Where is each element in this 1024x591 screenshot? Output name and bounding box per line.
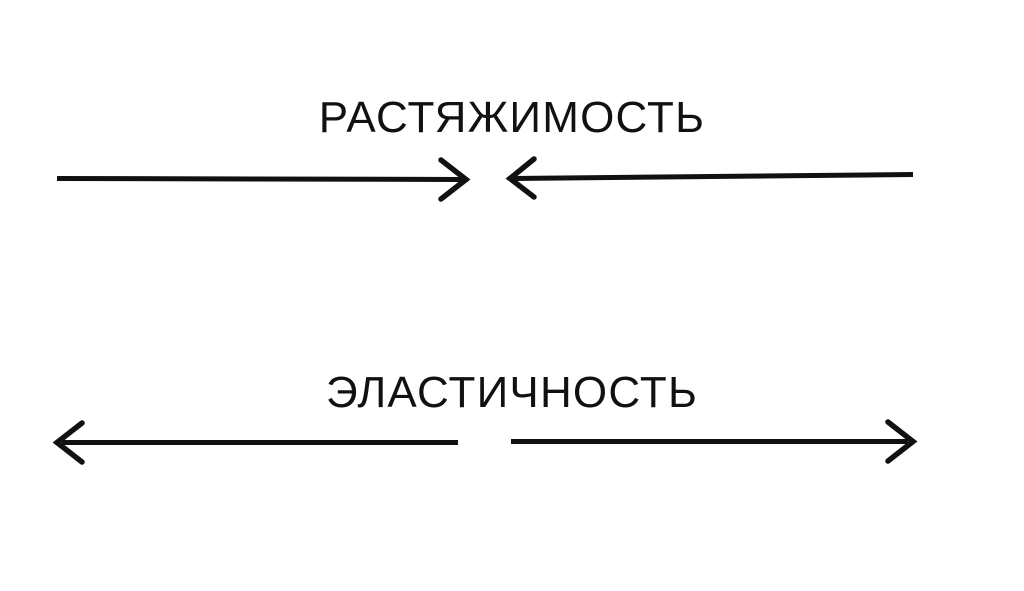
arrow-extensibility-left-head — [438, 157, 471, 202]
label-elasticity: ЭЛАСТИЧНОСТЬ — [325, 368, 699, 417]
arrow-extensibility-left — [56, 157, 471, 202]
arrow-extensibility-right — [505, 156, 914, 200]
arrow-extensibility-right-head — [505, 156, 537, 200]
arrow-elasticity-left-head — [52, 420, 85, 465]
arrow-extensibility-right-shaft — [512, 172, 914, 181]
arrow-elasticity-right-head — [885, 419, 918, 464]
label-extensibility: РАСТЯЖИМОСТЬ — [318, 93, 706, 142]
arrow-elasticity-right — [511, 419, 918, 464]
arrow-elasticity-left — [52, 420, 458, 465]
arrow-extensibility-left-shaft — [56, 176, 464, 182]
